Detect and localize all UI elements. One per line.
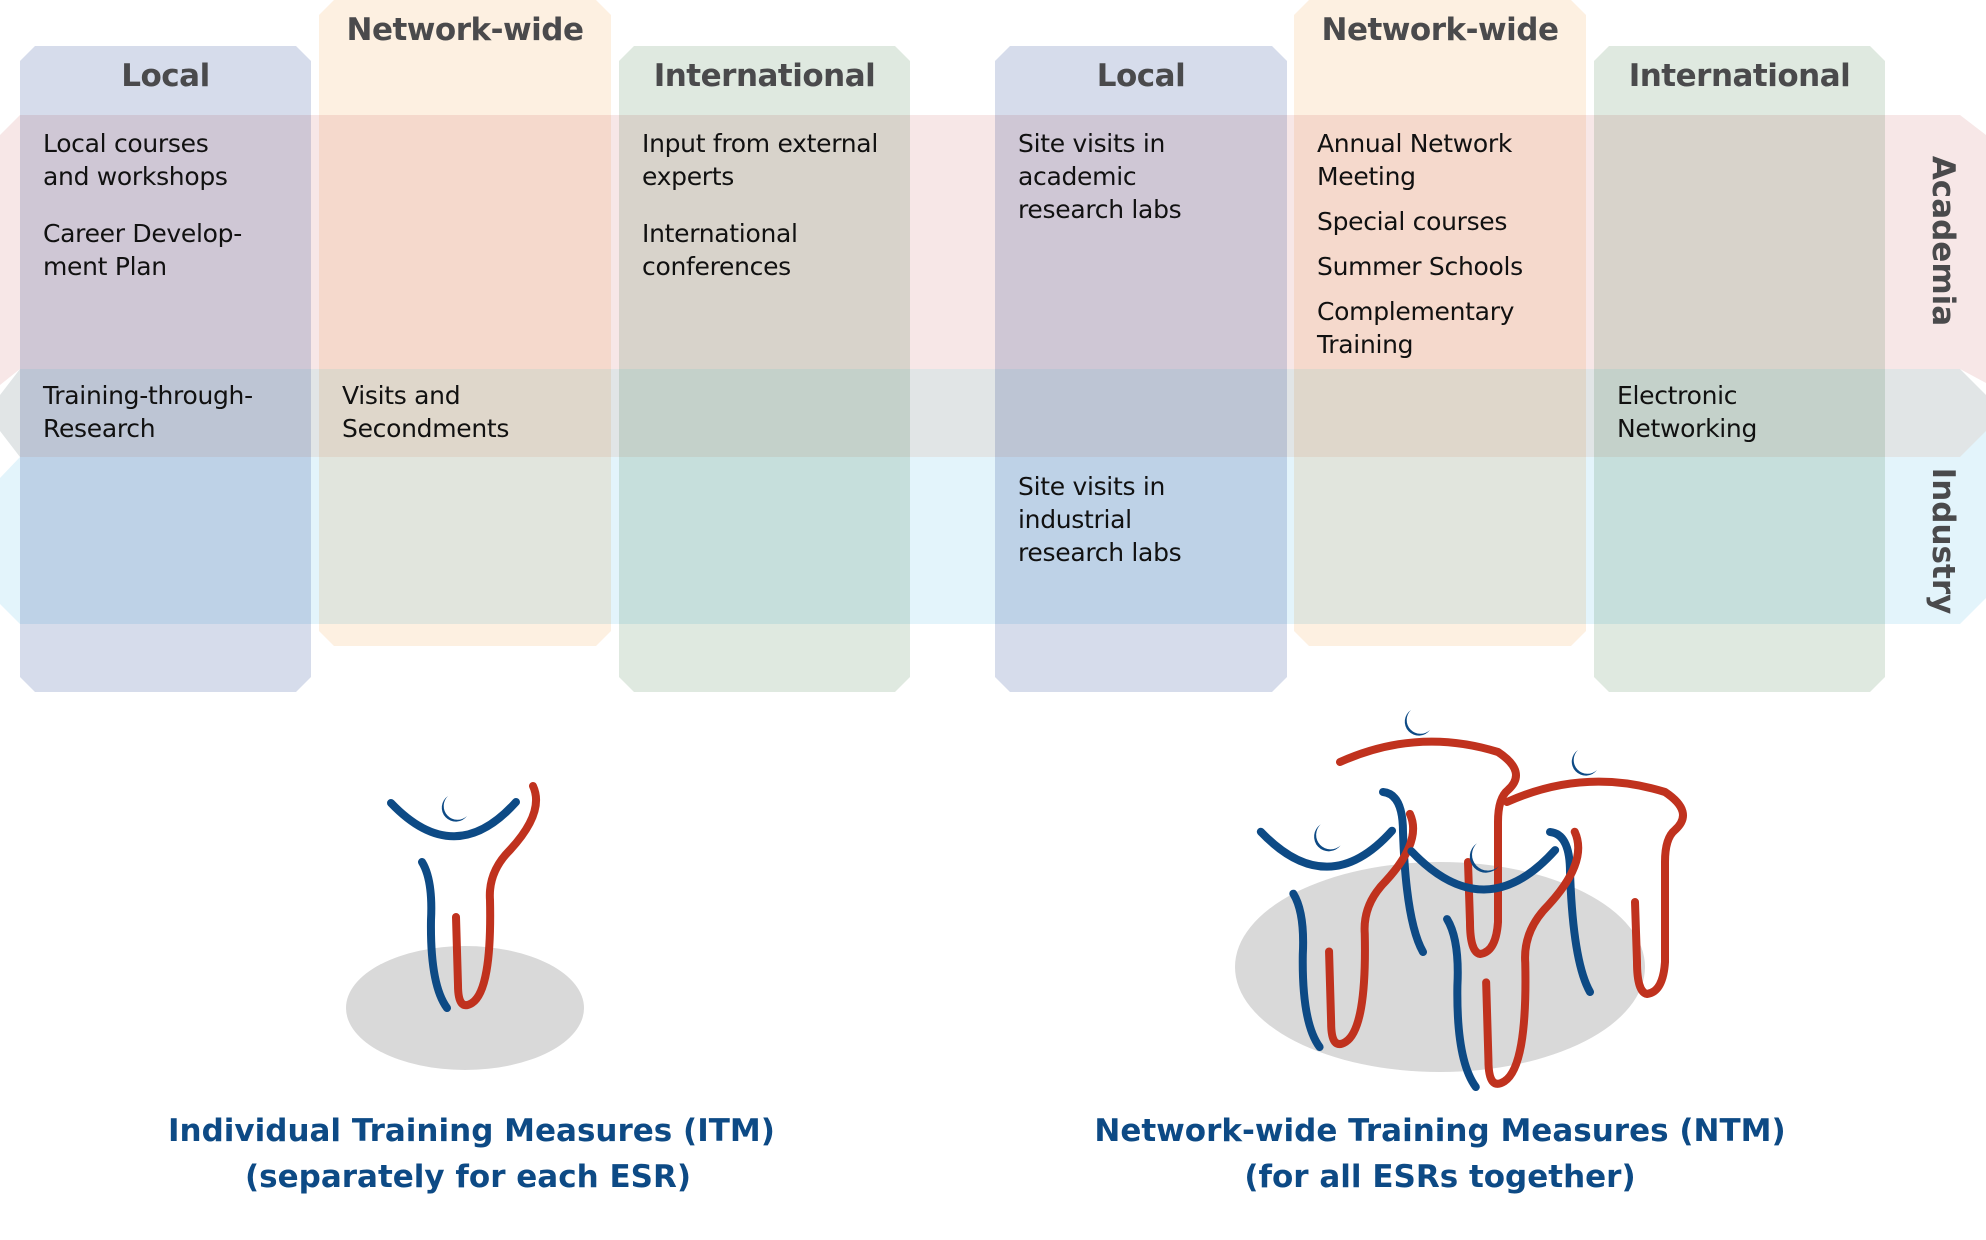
cell-item: Local courses and workshops (43, 129, 228, 191)
cell-item: Site visits in industrial research labs (1018, 472, 1182, 567)
ntm-caption-title: Network-wide Training Measures (NTM) (1094, 1113, 1786, 1149)
ntm-local-industry-cell: Site visits in industrial research labs (1018, 470, 1283, 569)
industry-row-label: Industry (1925, 467, 1961, 615)
ntm-local-heading: Local (1096, 58, 1186, 94)
itm-network-mixed-cell: Visits and Secondments (342, 379, 607, 445)
itm-local-academia-cell: Local courses and workshops Career Devel… (43, 127, 308, 283)
ntm-caption: Network-wide Training Measures (NTM) (fo… (1090, 1108, 1790, 1200)
ntm-network-heading: Network-wide (1321, 12, 1559, 48)
itm-international-heading: International (653, 58, 876, 94)
cell-item: Training-through- Research (43, 381, 253, 443)
cell-item: Complementary Training (1317, 297, 1515, 359)
ntm-international-mixed-cell: Electronic Networking (1617, 379, 1882, 445)
itm-local-mixed-cell: Training-through- Research (43, 379, 308, 445)
cell-item: Summer Schools (1317, 252, 1523, 281)
ntm-local-academia-cell: Site visits in academic research labs (1018, 127, 1283, 226)
cell-item: International conferences (642, 219, 798, 281)
cell-item: Career Develop- ment Plan (43, 219, 242, 281)
cell-item: Site visits in academic research labs (1018, 129, 1182, 224)
cell-item: Electronic Networking (1617, 381, 1758, 443)
itm-caption: Individual Training Measures (ITM) (sepa… (168, 1108, 775, 1200)
itm-local-heading: Local (121, 58, 210, 94)
ntm-international-heading: International (1628, 58, 1851, 94)
itm-network-heading: Network-wide (346, 12, 584, 48)
itm-international-academia-cell: Input from external experts Internationa… (642, 127, 907, 283)
academia-row-label: Academia (1925, 155, 1961, 327)
ntm-network-academia-cell: Annual Network Meeting Special courses S… (1317, 127, 1582, 361)
cell-item: Input from external experts (642, 129, 878, 191)
cell-item: Special courses (1317, 207, 1508, 236)
mixed-band (0, 369, 1986, 457)
industry-band (0, 431, 1986, 624)
ntm-caption-subtitle: (for all ESRs together) (1244, 1159, 1636, 1195)
itm-caption-subtitle: (separately for each ESR) (244, 1159, 692, 1195)
cell-item: Annual Network Meeting (1317, 129, 1513, 191)
itm-caption-title: Individual Training Measures (ITM) (168, 1113, 775, 1149)
cell-item: Visits and Secondments (342, 381, 510, 443)
academia-band (0, 115, 1986, 385)
